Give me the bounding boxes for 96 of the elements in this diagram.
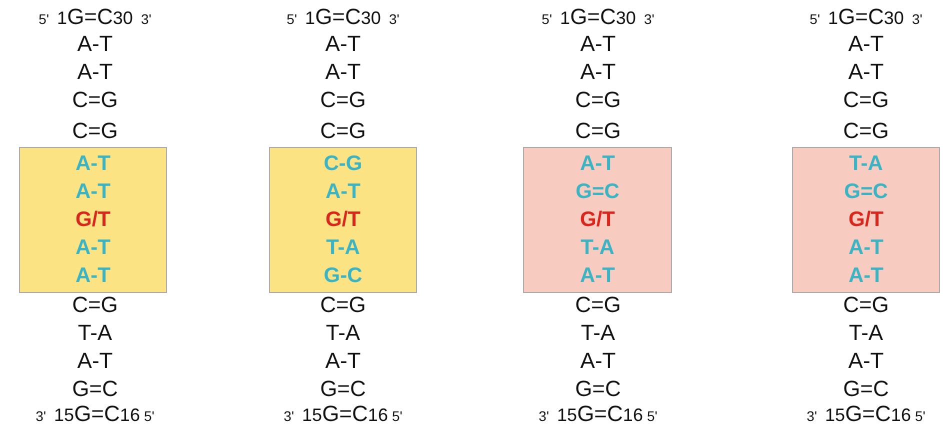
- base-pair: A-T: [76, 235, 110, 261]
- base-pair: G=C: [577, 401, 623, 427]
- base-pair: T-A: [326, 320, 360, 346]
- strand-end-label: 5': [144, 408, 154, 424]
- highlight-box: [792, 147, 940, 293]
- base-pair: C=G: [72, 87, 118, 113]
- base-pair: C=G: [843, 87, 889, 113]
- base-pair: A-T: [580, 151, 615, 177]
- position-number: 1: [305, 8, 316, 29]
- strand-end-label: 3': [912, 11, 922, 27]
- base-pair: A-T: [580, 348, 616, 374]
- strand-end-label: 5': [542, 11, 552, 27]
- base-pair: A-T: [325, 348, 361, 374]
- base-pair: A-T: [848, 59, 884, 85]
- strand-end-label: 3': [284, 408, 294, 424]
- base-pair: C=G: [72, 292, 118, 318]
- position-number: 30: [112, 8, 133, 29]
- highlight-box: [523, 147, 672, 293]
- highlight-box: [269, 147, 417, 293]
- position-number: 1: [560, 8, 570, 29]
- strand-end-label: 5': [286, 11, 298, 27]
- base-pair: G=C: [843, 376, 889, 402]
- base-pair: G-C: [324, 263, 362, 289]
- base-pair: A-T: [77, 31, 113, 57]
- position-number: 15: [825, 405, 846, 426]
- strand-end-label: 3': [538, 408, 550, 424]
- base-pair: G=C: [74, 401, 120, 427]
- base-pair: G=C: [315, 4, 361, 30]
- position-number: 16: [622, 405, 643, 426]
- base-pair: G=C: [576, 179, 620, 205]
- base-pair: A-T: [848, 348, 884, 374]
- base-pair: A-T: [326, 179, 360, 205]
- position-number: 30: [616, 8, 636, 29]
- base-pair: T-A: [580, 320, 616, 346]
- mismatch-pair: G/T: [326, 207, 360, 233]
- base-pair: C=G: [72, 118, 118, 144]
- base-pair: T-A: [580, 235, 614, 261]
- position-number: 16: [120, 405, 140, 426]
- strand-end-label: 3': [388, 11, 400, 27]
- base-pair: T-A: [326, 235, 360, 261]
- base-pair: G=C: [844, 179, 888, 205]
- base-pair: T-A: [848, 320, 884, 346]
- mismatch-pair: G/T: [848, 207, 884, 233]
- base-pair: A-T: [580, 59, 616, 85]
- highlight-box: [19, 147, 167, 293]
- base-pair: G=C: [67, 4, 113, 30]
- base-pair: A-T: [76, 179, 110, 205]
- base-pair: A-T: [76, 151, 110, 177]
- position-number: 16: [368, 405, 388, 426]
- strand-end-label: 5': [914, 408, 926, 424]
- base-pair: G=C: [570, 4, 616, 30]
- base-pair: C=G: [320, 118, 366, 144]
- position-number: 30: [360, 8, 381, 29]
- base-pair: A-T: [325, 31, 361, 57]
- position-number: 1: [828, 8, 838, 29]
- base-pair: A-T: [77, 348, 113, 374]
- position-number: 15: [54, 405, 74, 426]
- base-pair: C=G: [575, 118, 621, 144]
- position-number: 16: [890, 405, 911, 426]
- base-pair: C=G: [843, 118, 889, 144]
- base-pair: G=C: [575, 376, 621, 402]
- strand-end-label: 5': [646, 408, 658, 424]
- base-pair: C=G: [320, 292, 366, 318]
- strand-end-label: 3': [36, 408, 46, 424]
- strand-end-label: 5': [392, 408, 402, 424]
- base-pair: A-T: [580, 263, 615, 289]
- strand-end-label: 3': [806, 408, 818, 424]
- base-pair: C=G: [843, 292, 889, 318]
- base-pair: C=G: [320, 87, 366, 113]
- strand-end-label: 5': [38, 11, 50, 27]
- mismatch-pair: G/T: [76, 207, 110, 233]
- base-pair: T-A: [849, 151, 883, 177]
- base-pair: G=C: [72, 376, 118, 402]
- base-pair: A-T: [580, 31, 616, 57]
- base-pair: A-T: [848, 263, 884, 289]
- base-pair: A-T: [848, 31, 884, 57]
- base-pair: A-T: [848, 235, 884, 261]
- base-pair: G=C: [320, 376, 366, 402]
- position-number: 1: [57, 8, 68, 29]
- strand-end-label: 3': [644, 11, 654, 27]
- base-pair: C=G: [575, 87, 621, 113]
- strand-end-label: 3': [140, 11, 152, 27]
- position-number: 15: [557, 405, 578, 426]
- base-pair: A-T: [77, 59, 113, 85]
- base-pair: G=C: [322, 401, 368, 427]
- mismatch-pair: G/T: [580, 207, 615, 233]
- base-pair: C-G: [324, 151, 362, 177]
- strand-end-label: 5': [810, 11, 820, 27]
- base-pair: A-T: [325, 59, 361, 85]
- base-pair: G=C: [845, 401, 891, 427]
- position-number: 15: [302, 405, 322, 426]
- position-number: 30: [884, 8, 904, 29]
- base-pair: T-A: [78, 320, 112, 346]
- base-pair: G=C: [838, 4, 884, 30]
- base-pair: A-T: [76, 263, 110, 289]
- base-pair: C=G: [575, 292, 621, 318]
